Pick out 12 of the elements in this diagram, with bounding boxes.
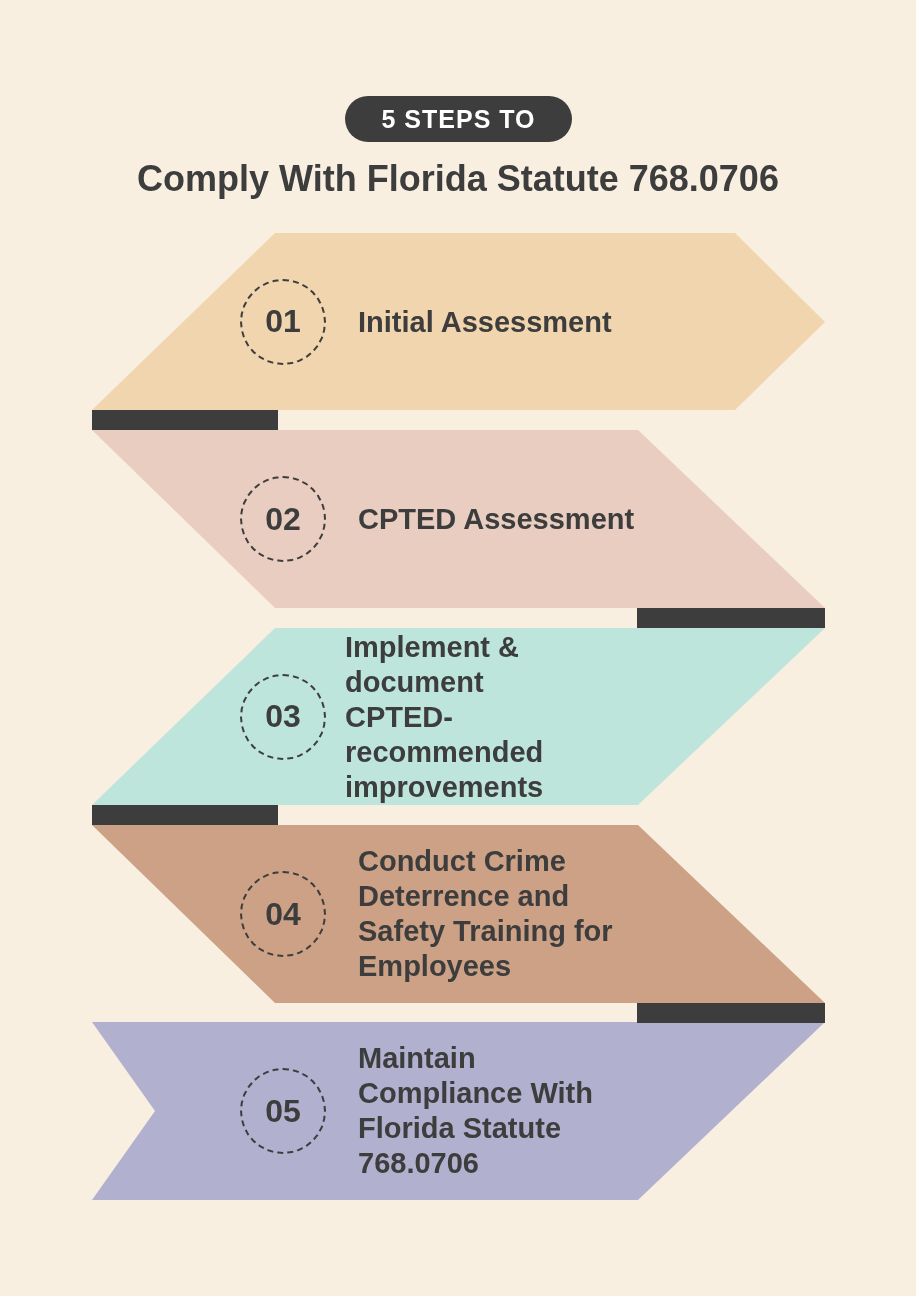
number-circle: 04 — [240, 871, 326, 957]
number-circle: 02 — [240, 476, 326, 562]
step-title: Maintain Compliance With Florida Statute 768.0706 — [358, 1041, 594, 1181]
step-title: Conduct Crime Deterrence and Safety Training for Employees — [358, 844, 614, 984]
title: Comply With Florida Statute 768.0706 — [136, 158, 780, 200]
number-circle: 03 — [240, 673, 326, 760]
header-pill: 5 STEPS TO — [345, 96, 572, 142]
step-title: CPTED Assessment — [358, 501, 636, 537]
step-title: Initial Assessment — [358, 304, 613, 339]
number-circle: 01 — [240, 278, 326, 365]
number-circle: 05 — [240, 1068, 326, 1154]
step-title: Implement & document CPTED-recommended improvements — [345, 629, 545, 804]
